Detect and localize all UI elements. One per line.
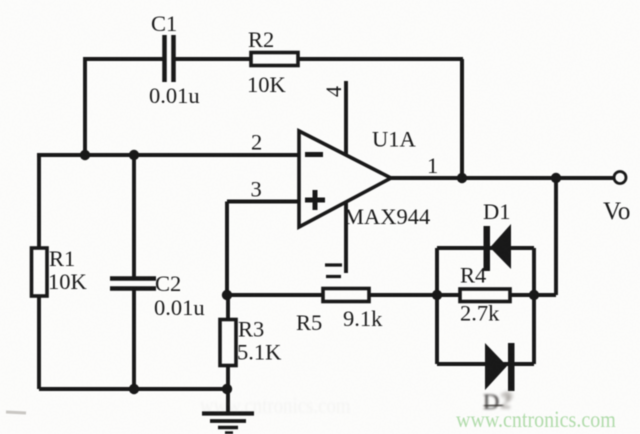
svg-text:2: 2	[251, 130, 262, 155]
svg-text:U1A: U1A	[372, 127, 416, 152]
svg-text:2.7k: 2.7k	[460, 301, 500, 326]
svg-text:www.cntronics.com: www.cntronics.com	[456, 407, 616, 433]
svg-text:10K: 10K	[247, 72, 287, 97]
svg-text:1: 1	[427, 153, 438, 178]
svg-text:2: 2	[500, 388, 511, 413]
svg-text:C2: C2	[155, 271, 181, 296]
svg-text:R1: R1	[49, 246, 75, 271]
svg-text:R3: R3	[238, 317, 264, 342]
svg-text:D: D	[483, 389, 499, 414]
svg-text:0.01u: 0.01u	[149, 83, 200, 108]
svg-text:R4: R4	[460, 263, 486, 288]
svg-text:3: 3	[251, 177, 262, 202]
svg-text:0.01u: 0.01u	[154, 295, 205, 320]
svg-text:R2: R2	[248, 27, 274, 52]
svg-text:9.1k: 9.1k	[343, 306, 383, 331]
svg-text:4: 4	[321, 86, 346, 97]
svg-text:Vo: Vo	[603, 198, 630, 225]
svg-text:R5: R5	[296, 310, 322, 335]
svg-text:10K: 10K	[48, 269, 88, 294]
svg-text:www.cntronics.com: www.cntronics.com	[200, 392, 351, 418]
svg-text:D1: D1	[483, 199, 511, 224]
svg-text:MAX944: MAX944	[344, 204, 430, 229]
svg-text:5.1K: 5.1K	[237, 340, 282, 365]
svg-text:C1: C1	[151, 11, 177, 36]
